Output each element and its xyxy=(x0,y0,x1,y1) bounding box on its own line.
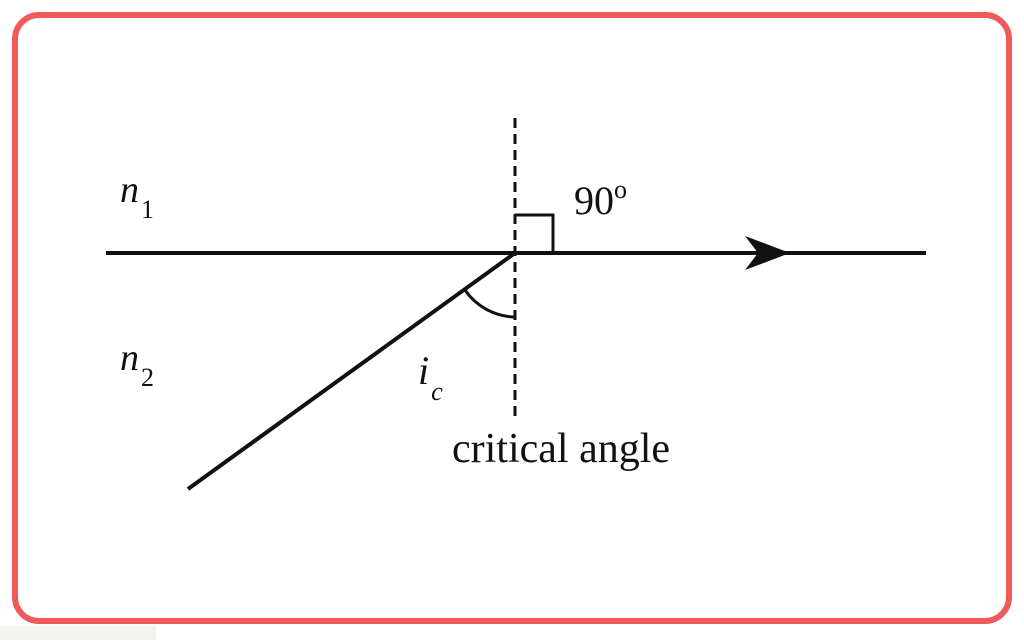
critical-angle-symbol: ic xyxy=(418,348,443,406)
critical-angle-caption: critical angle xyxy=(452,426,670,472)
medium-2-label: n2 xyxy=(120,337,154,392)
medium-1-label: n1 xyxy=(120,169,154,224)
incident-ray xyxy=(186,251,517,491)
right-angle-marker xyxy=(515,213,555,253)
right-angle-label: 90o xyxy=(574,175,627,223)
critical-angle-arc xyxy=(463,289,516,319)
corner-strip xyxy=(0,626,156,640)
refracted-ray-arrowhead xyxy=(745,236,790,270)
